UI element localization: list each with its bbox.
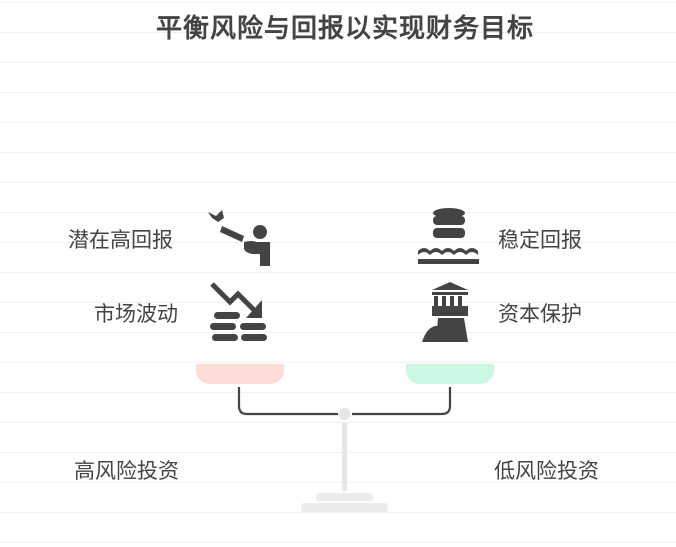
right-item-label: 稳定回报 xyxy=(498,228,582,252)
right-item-label: 资本保护 xyxy=(498,302,582,326)
scale-pivot xyxy=(338,408,351,420)
scale-base-top xyxy=(316,493,373,501)
left-item-label: 市场波动 xyxy=(94,302,178,326)
left-item-label: 潜在高回报 xyxy=(68,228,173,252)
scale-beam-right xyxy=(352,387,452,416)
scale-beam-left xyxy=(237,387,338,416)
low-risk-label: 低风险投资 xyxy=(494,459,599,483)
scale-post xyxy=(342,423,347,491)
database-waves-icon xyxy=(418,207,480,267)
declining-coins-icon xyxy=(210,282,270,342)
lighthouse-icon xyxy=(422,280,478,342)
low-risk-pan xyxy=(406,364,494,384)
bird-release-person-icon xyxy=(208,208,272,268)
page-title: 平衡风险与回报以实现财务目标 xyxy=(155,14,534,44)
scale-base xyxy=(301,503,388,512)
high-risk-label: 高风险投资 xyxy=(74,459,179,483)
high-risk-pan xyxy=(196,364,284,384)
